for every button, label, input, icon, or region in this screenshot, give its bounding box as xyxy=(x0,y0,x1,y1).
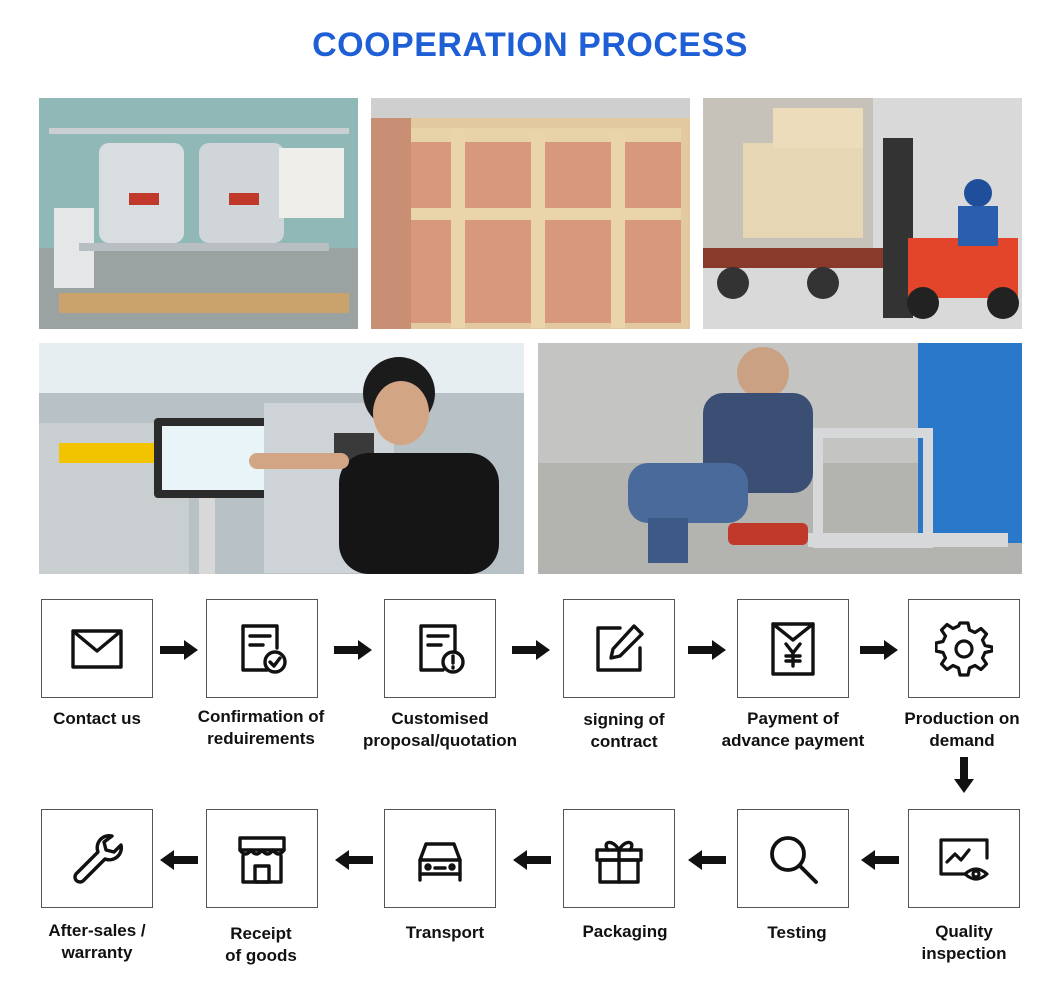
arrow-right-icon xyxy=(160,640,198,660)
arrow-left-icon xyxy=(513,850,551,870)
step-label-aftersales: After-sales / warranty xyxy=(48,921,146,962)
gift-icon xyxy=(595,840,643,884)
document-alert-icon xyxy=(419,623,465,674)
arrow-left-icon xyxy=(861,850,899,870)
arrow-right-icon xyxy=(688,640,726,660)
step-aftersales-box xyxy=(41,809,153,908)
search-icon xyxy=(770,835,818,884)
arrow-right-icon xyxy=(334,640,372,660)
step-label-testing: Testing xyxy=(767,923,827,942)
arrow-left-icon xyxy=(688,850,726,870)
store-icon xyxy=(238,835,286,884)
step-label-transport: Transport xyxy=(405,923,485,942)
step-label-payment: Payment of advance payment xyxy=(721,709,865,750)
step-confirmation-box xyxy=(206,599,318,698)
car-icon xyxy=(418,841,462,882)
step-transport-box xyxy=(384,809,496,908)
step-label-receipt: Receipt of goods xyxy=(225,924,297,965)
step-label-packaging: Packaging xyxy=(582,922,668,941)
page-title: COOPERATION PROCESS xyxy=(312,26,748,64)
forklift-loading-truck-photo xyxy=(703,98,1022,329)
step-proposal-box xyxy=(384,599,496,698)
step-production-box xyxy=(908,599,1020,698)
worker-grinding-frame-photo xyxy=(538,343,1022,574)
step-contact-box xyxy=(41,599,153,698)
step-label-contract: signing of contract xyxy=(583,710,665,751)
step-receipt-box xyxy=(206,809,318,908)
wooden-crate-photo xyxy=(371,98,690,329)
document-check-icon xyxy=(241,623,287,674)
gear-icon xyxy=(935,620,993,677)
yen-envelope-icon xyxy=(771,621,815,676)
step-testing-box xyxy=(737,809,849,908)
step-label-proposal: Customised proposal/quotation xyxy=(363,709,517,750)
step-label-confirmation: Confirmation of reduirements xyxy=(197,707,325,748)
wrench-icon xyxy=(73,833,124,884)
step-label-quality: Quality inspection xyxy=(921,922,1007,963)
operator-touchscreen-photo xyxy=(39,343,524,574)
stainless-steel-tanks-photo xyxy=(39,98,358,329)
step-label-production: Production on demand xyxy=(904,709,1020,750)
step-quality-box xyxy=(908,809,1020,908)
arrow-left-icon xyxy=(160,850,198,870)
monitor-eye-icon xyxy=(939,837,989,881)
envelope-icon xyxy=(71,628,123,669)
step-contract-box xyxy=(563,599,675,698)
edit-icon xyxy=(596,623,644,672)
step-label-contact: Contact us xyxy=(53,709,141,728)
arrow-right-icon xyxy=(512,640,550,660)
step-packaging-box xyxy=(563,809,675,908)
step-payment-box xyxy=(737,599,849,698)
arrow-right-icon xyxy=(860,640,898,660)
arrow-down-icon xyxy=(954,757,974,793)
arrow-left-icon xyxy=(335,850,373,870)
